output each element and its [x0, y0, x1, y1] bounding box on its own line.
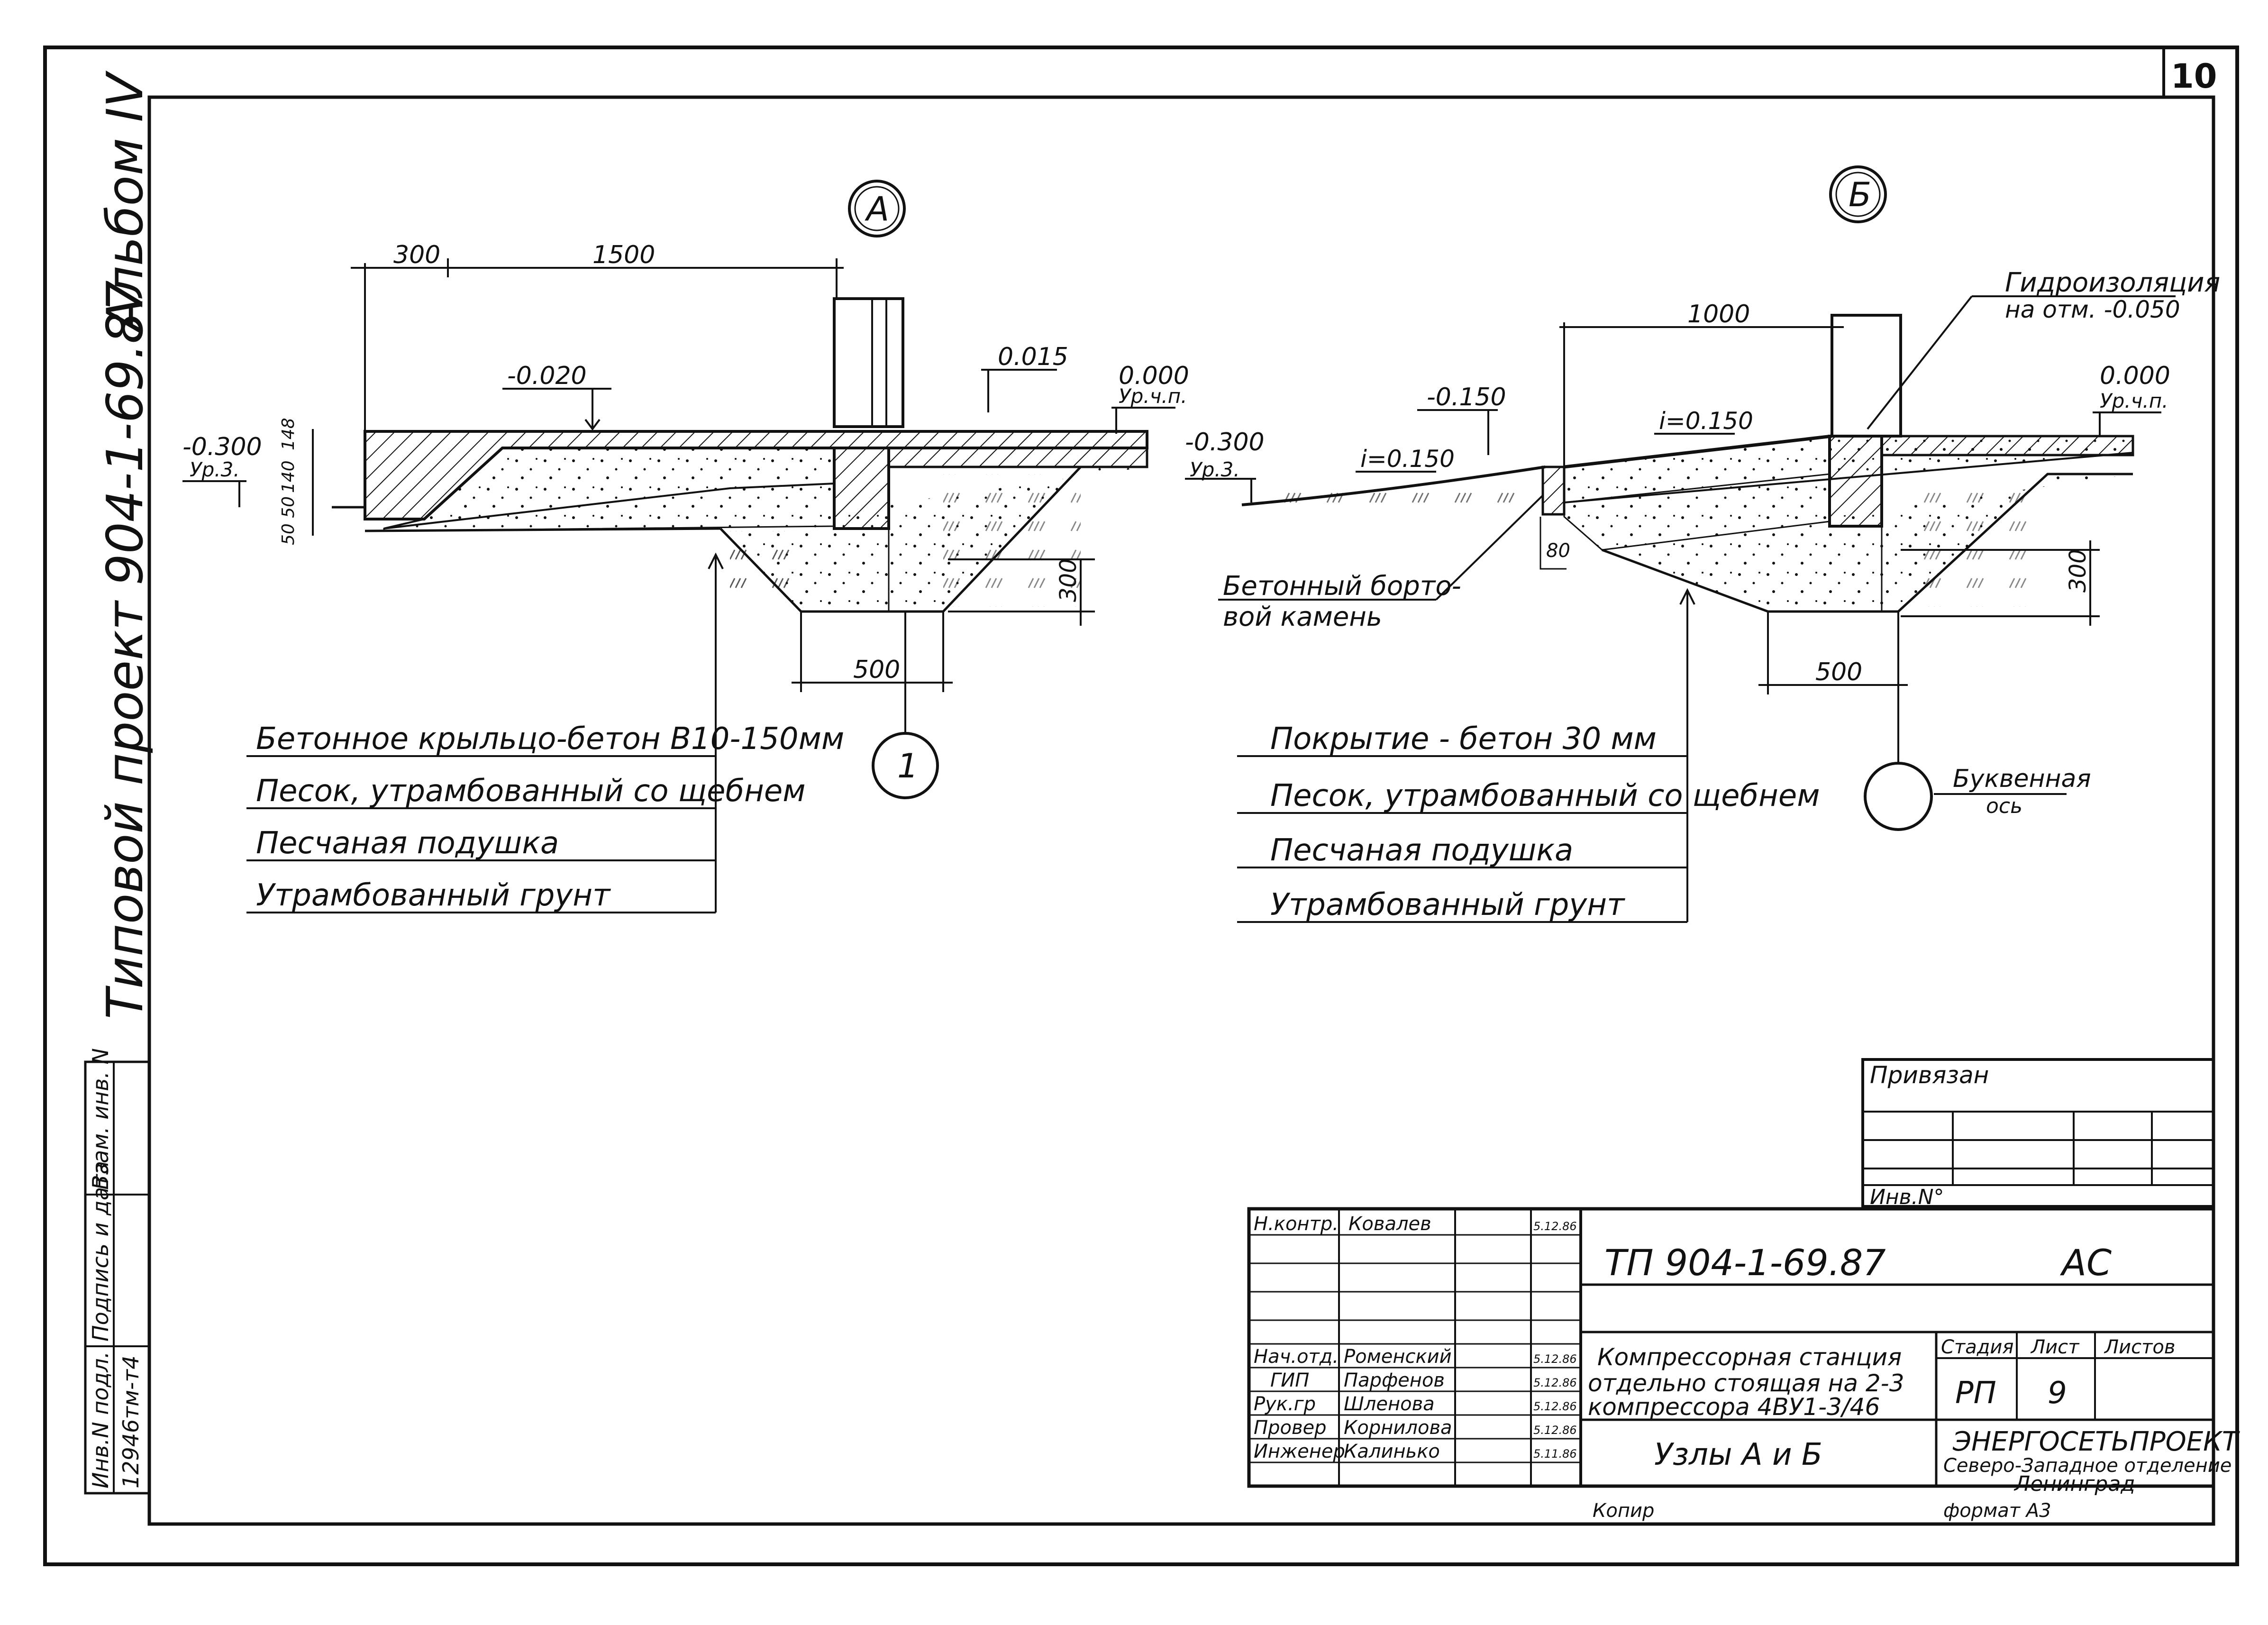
level-minus-300-a: -0.300	[182, 433, 262, 461]
object-line-3: компрессора 4ВУ1-3/46	[1588, 1393, 1880, 1421]
dim-500-b: 500	[1815, 658, 1862, 686]
roles-list: Н.контр. Ковалев 5.12.86 Нач.отд. Роменс…	[1254, 1213, 1577, 1462]
date-5: 5.12.86	[1533, 1424, 1577, 1437]
level-urchp-b: Ур.ч.п.	[2100, 389, 2168, 412]
level-ur3-b: Ур.3.	[1190, 458, 1240, 481]
kopir-label: Копир	[1593, 1500, 1654, 1522]
dim-50-50: 50 50	[279, 496, 298, 545]
name-1: Ковалев	[1348, 1213, 1431, 1235]
node-a-layer-3: Песчаная подушка	[256, 826, 559, 861]
role-5: Провер	[1254, 1417, 1327, 1439]
dim-300: 300	[393, 241, 440, 269]
org-name: ЭНЕРГОСЕТЬПРОЕКТ	[1952, 1426, 2240, 1457]
inv-no-label: Инв.N°	[1870, 1185, 1944, 1209]
waterproof-label-1: Гидроизоляция	[2005, 267, 2220, 298]
curb-label-2: вой камень	[1223, 602, 1382, 632]
org-city: Ленинград	[2013, 1472, 2135, 1496]
date-1: 5.12.86	[1533, 1220, 1577, 1233]
level-ur3-a: Ур.3.	[190, 458, 240, 481]
dim-1000: 1000	[1687, 300, 1750, 329]
privyazan-label: Привязан	[1870, 1061, 1989, 1089]
node-a-section: А 300 1500 -0.020 0.015 0.000 Ур.ч.п. -0…	[182, 180, 1189, 913]
waterproof-label-2: на отм. -0.050	[2005, 296, 2180, 323]
name-2: Роменский	[1344, 1346, 1452, 1368]
node-a-layer-list: Бетонное крыльцо-бетон В10-150мм Песок, …	[246, 721, 844, 913]
project-side-title: Типовой проект 904-1-69.87	[96, 280, 154, 1019]
node-b-layer-4: Утрамбованный грунт	[1270, 887, 1625, 922]
project-code: ТП 904-1-69.87	[1604, 1242, 1886, 1284]
stage-header: Стадия	[1941, 1336, 2013, 1358]
date-2: 5.12.86	[1533, 1352, 1577, 1366]
dim-140: 140	[279, 460, 298, 493]
role-4: Рук.гр	[1254, 1393, 1316, 1415]
date-3: 5.12.86	[1533, 1376, 1577, 1389]
node-b-layer-3: Песчаная подушка	[1270, 833, 1573, 868]
node-a-layer-4: Утрамбованный грунт	[256, 878, 611, 913]
stamp-inv-value: 12946тм-т4	[118, 1356, 144, 1489]
org-branch: Северо-Западное отделение	[1943, 1455, 2232, 1477]
role-2: Нач.отд.	[1254, 1346, 1339, 1368]
stage-value: РП	[1955, 1376, 1996, 1411]
node-a-marker: А	[865, 190, 889, 228]
left-stamp: Взам. инв. N Подпись и дата Инв.N подл. …	[84, 1048, 151, 1495]
stamp-podpis-data: Подпись и дата	[88, 1161, 113, 1342]
project-mark: АС	[2059, 1242, 2112, 1284]
node-b-layer-2: Песок, утрамбованный со щебнем	[1270, 778, 1820, 813]
slope-i-2: i=0.150	[1659, 407, 1753, 435]
level-plus-015: 0.015	[998, 343, 1068, 371]
node-a-layer-1: Бетонное крыльцо-бетон В10-150мм	[256, 721, 844, 757]
role-3: ГИП	[1270, 1369, 1309, 1391]
level-minus-300-b: -0.300	[1185, 428, 1265, 456]
dim-148: 148	[279, 418, 298, 450]
object-line-1: Компрессорная станция	[1597, 1343, 1902, 1371]
format-label: формат А3	[1943, 1500, 2051, 1522]
sheet-frame	[43, 46, 2239, 1566]
sheet-number: 10	[2171, 57, 2217, 96]
dim-300-vert-b: 300	[2065, 549, 2091, 593]
title-block: Привязан Инв.N° Н.контр. Ковалев 5.12.86	[1247, 1058, 2240, 1522]
list-value: 9	[2048, 1376, 2067, 1411]
slope-i-1: i=0.150	[1360, 445, 1455, 473]
dim-300-vert-a: 300	[1055, 558, 1082, 602]
name-5: Корнилова	[1344, 1417, 1452, 1439]
date-6: 5.11.86	[1533, 1447, 1577, 1461]
sheet-name: Узлы А и Б	[1654, 1437, 1822, 1472]
album-side-title: Альбом IV	[96, 71, 154, 335]
level-zero-b: 0.000	[2100, 362, 2170, 390]
stamp-inv-podl: Инв.N подл.	[88, 1351, 113, 1488]
list-header: Лист	[2030, 1336, 2080, 1358]
dim-1500: 1500	[592, 241, 655, 269]
axis-1-label: 1	[897, 747, 919, 785]
node-a-layer-2: Песок, утрамбованный со щебнем	[256, 774, 806, 809]
object-line-2: отдельно стоящая на 2-3	[1588, 1369, 1904, 1397]
dim-500-a: 500	[853, 656, 900, 684]
date-4: 5.12.86	[1533, 1400, 1577, 1413]
stamp-vzam-inv: Взам. инв. N	[88, 1048, 113, 1190]
axis-b-label-2: ось	[1986, 794, 2022, 818]
level-urchp-a: Ур.ч.п.	[1119, 384, 1187, 408]
curb-label-1: Бетонный борто-	[1223, 571, 1461, 602]
role-1: Н.контр.	[1254, 1213, 1339, 1235]
level-minus-020: -0.020	[507, 362, 587, 390]
dim-80: 80	[1546, 540, 1570, 562]
role-6: Инженер	[1254, 1441, 1345, 1462]
node-b-layer-1: Покрытие - бетон 30 мм	[1270, 721, 1657, 757]
node-b-layer-list: Покрытие - бетон 30 мм Песок, утрамбован…	[1237, 721, 1820, 923]
level-zero-a: 0.000	[1119, 362, 1189, 390]
name-6: Калинько	[1344, 1441, 1440, 1462]
name-4: Шленова	[1344, 1393, 1435, 1415]
node-b-section: Б 1000 Гидроизоляция на отм. -0.050 -0.1…	[1185, 165, 2220, 923]
level-minus-150: -0.150	[1427, 383, 1506, 411]
listov-header: Листов	[2104, 1336, 2175, 1358]
name-3: Парфенов	[1344, 1369, 1445, 1391]
node-b-marker: Б	[1849, 175, 1871, 214]
axis-b-label-1: Буквенная	[1953, 765, 2091, 793]
